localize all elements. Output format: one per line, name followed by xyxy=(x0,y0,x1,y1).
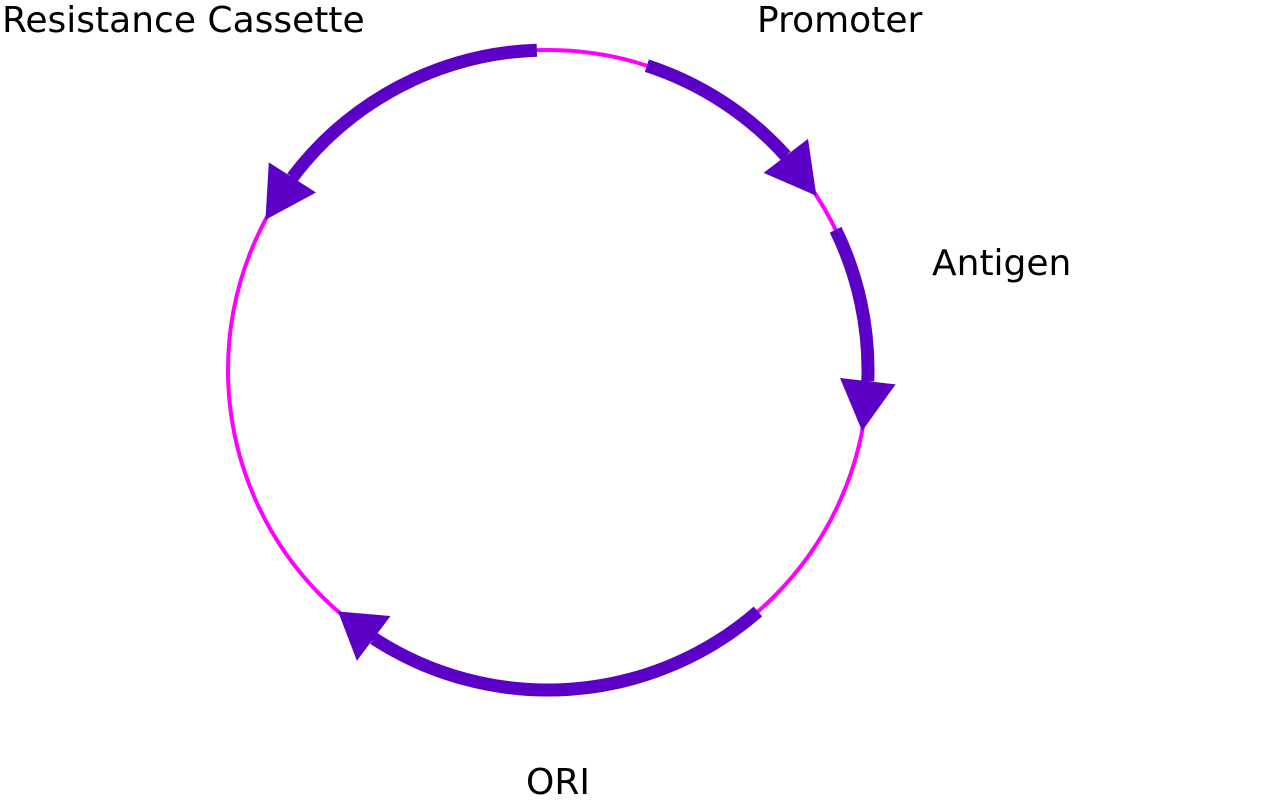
antigen-label: Antigen xyxy=(932,243,1072,284)
feature-arrows xyxy=(265,43,896,697)
resistance-cassette-label: Resistance Cassette xyxy=(2,0,365,41)
promoter-feature-arc xyxy=(644,59,791,161)
resistance-arrowhead xyxy=(265,162,317,220)
promoter-arrowhead xyxy=(763,138,817,196)
resistance-feature-arc xyxy=(287,43,538,182)
antigen-arrowhead xyxy=(839,377,896,432)
ori-feature-arc xyxy=(370,606,763,697)
ori-label: ORI xyxy=(526,762,590,803)
ori-arrowhead xyxy=(338,611,391,661)
promoter-label: Promoter xyxy=(757,0,923,41)
antigen-feature-arc xyxy=(829,226,875,382)
